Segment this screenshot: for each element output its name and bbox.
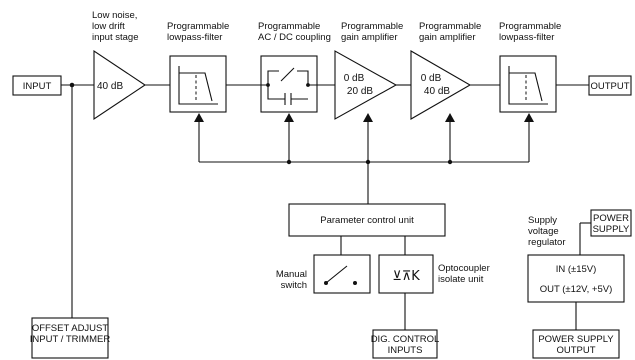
caption-input-stage: Low noise, low drift input stage xyxy=(92,10,138,43)
svg-text:lowpass-filter: lowpass-filter xyxy=(499,32,554,43)
caption-coupling: Programmable AC / DC coupling xyxy=(258,21,331,43)
svg-text:POWER SUPPLY: POWER SUPPLY xyxy=(538,334,614,345)
junction-dot xyxy=(69,82,75,88)
caption-lowpass-1: Programmable lowpass-filter xyxy=(167,21,229,43)
svg-text:Programmable: Programmable xyxy=(258,21,320,32)
supply-regulator-caption: Supply voltage regulator xyxy=(528,215,566,248)
svg-text:Parameter control unit: Parameter control unit xyxy=(320,215,414,226)
signal-path xyxy=(61,84,589,318)
svg-text:40 dB: 40 dB xyxy=(97,81,123,92)
svg-text:lowpass-filter: lowpass-filter xyxy=(167,32,222,43)
svg-text:20 dB: 20 dB xyxy=(347,86,373,97)
svg-text:OFFSET ADJUST: OFFSET ADJUST xyxy=(32,323,109,334)
svg-text:Low noise,: Low noise, xyxy=(92,10,137,21)
svg-text:OUTPUT: OUTPUT xyxy=(590,81,629,92)
lowpass-filter-1 xyxy=(169,55,227,113)
svg-text:gain amplifier: gain amplifier xyxy=(419,32,476,43)
svg-text:INPUT / TRIMMER: INPUT / TRIMMER xyxy=(30,334,111,345)
svg-text:DIG. CONTROL: DIG. CONTROL xyxy=(371,334,440,345)
caption-pga-2: Programmable gain amplifier xyxy=(419,21,481,43)
gain-amplifier-1: 0 dB 20 dB xyxy=(334,50,398,120)
svg-text:⊻⊼K: ⊻⊼K xyxy=(392,269,420,284)
optocoupler-isolate-unit: ⊻⊼K Optocoupler isolate unit xyxy=(378,254,490,294)
input-terminal: INPUT xyxy=(12,75,62,96)
svg-text:INPUTS: INPUTS xyxy=(388,345,423,356)
svg-text:low drift: low drift xyxy=(92,21,125,32)
manual-switch: Manual switch xyxy=(276,254,371,294)
input-stage-amplifier: 40 dB xyxy=(93,49,146,121)
caption-pga-1: Programmable gain amplifier xyxy=(341,21,403,43)
power-supply-output-terminal: POWER SUPPLY OUTPUT xyxy=(532,329,620,359)
svg-text:INPUT: INPUT xyxy=(23,81,52,92)
svg-text:voltage: voltage xyxy=(528,226,559,237)
svg-text:0 dB: 0 dB xyxy=(421,73,442,84)
control-bus xyxy=(194,113,534,204)
gain-amplifier-2: 0 dB 40 dB xyxy=(410,50,472,120)
svg-text:Optocoupler: Optocoupler xyxy=(438,263,490,274)
svg-text:POWER: POWER xyxy=(593,213,629,224)
ac-dc-coupling xyxy=(260,55,318,113)
svg-text:0 dB: 0 dB xyxy=(344,73,365,84)
svg-text:Supply: Supply xyxy=(528,215,557,226)
supply-voltage-regulator: IN (±15V) OUT (±12V, +5V) xyxy=(527,254,625,303)
svg-text:Programmable: Programmable xyxy=(419,21,481,32)
svg-text:switch: switch xyxy=(281,280,307,291)
svg-text:OUTPUT: OUTPUT xyxy=(556,345,595,356)
svg-text:Programmable: Programmable xyxy=(341,21,403,32)
svg-text:regulator: regulator xyxy=(528,237,566,248)
lowpass-filter-2 xyxy=(499,55,557,113)
power-supply-terminal: POWER SUPPLY xyxy=(590,209,632,237)
svg-text:SUPPLY: SUPPLY xyxy=(593,224,630,235)
svg-text:isolate unit: isolate unit xyxy=(438,274,484,285)
svg-text:OUT (±12V, +5V): OUT (±12V, +5V) xyxy=(540,284,613,295)
svg-text:input stage: input stage xyxy=(92,32,138,43)
caption-lowpass-2: Programmable lowpass-filter xyxy=(499,21,561,43)
digital-control-inputs: DIG. CONTROL INPUTS xyxy=(371,329,440,359)
svg-text:IN (±15V): IN (±15V) xyxy=(556,264,597,275)
output-terminal: OUTPUT xyxy=(588,75,632,96)
svg-text:Manual: Manual xyxy=(276,269,307,280)
svg-text:Programmable: Programmable xyxy=(499,21,561,32)
parameter-control-unit: Parameter control unit xyxy=(288,203,446,237)
offset-adjust-terminal: OFFSET ADJUST INPUT / TRIMMER xyxy=(30,317,111,359)
svg-text:40 dB: 40 dB xyxy=(424,86,450,97)
svg-text:gain amplifier: gain amplifier xyxy=(341,32,398,43)
svg-text:AC / DC coupling: AC / DC coupling xyxy=(258,32,331,43)
svg-text:Programmable: Programmable xyxy=(167,21,229,32)
